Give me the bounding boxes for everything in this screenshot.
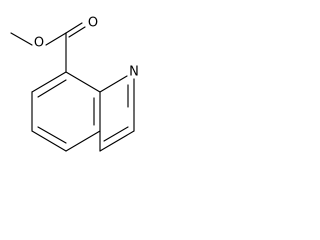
carbonyl-oxygen-label: O xyxy=(88,16,98,31)
ring-bond-c4a-c5 xyxy=(65,130,101,152)
ring-nitrogen-label: N xyxy=(129,65,139,80)
methyl-quinoline-8-carboxylate-structure: O O N xyxy=(10,16,139,152)
ester-o-carbon-bond xyxy=(45,32,67,46)
methyl-bond xyxy=(10,32,33,46)
ester-oxygen-label: O xyxy=(34,36,44,51)
ring-bond-c3-c4 xyxy=(99,130,135,152)
ring-bond-c8a-n1 xyxy=(99,75,128,93)
aromatic-inner-line-c3-c4 xyxy=(103,126,129,142)
aromatic-inner-line-c7-c8 xyxy=(37,79,67,98)
ring-bond-c8-c8a xyxy=(65,71,101,93)
carbonyl-double-bond-line-1 xyxy=(65,22,83,34)
aromatic-inner-line-c5-c6 xyxy=(37,126,67,144)
carbonyl-double-bond-line-2 xyxy=(68,26,86,38)
ring-bond-c7-c8 xyxy=(31,71,67,93)
ring-bond-c5-c6 xyxy=(31,130,67,152)
